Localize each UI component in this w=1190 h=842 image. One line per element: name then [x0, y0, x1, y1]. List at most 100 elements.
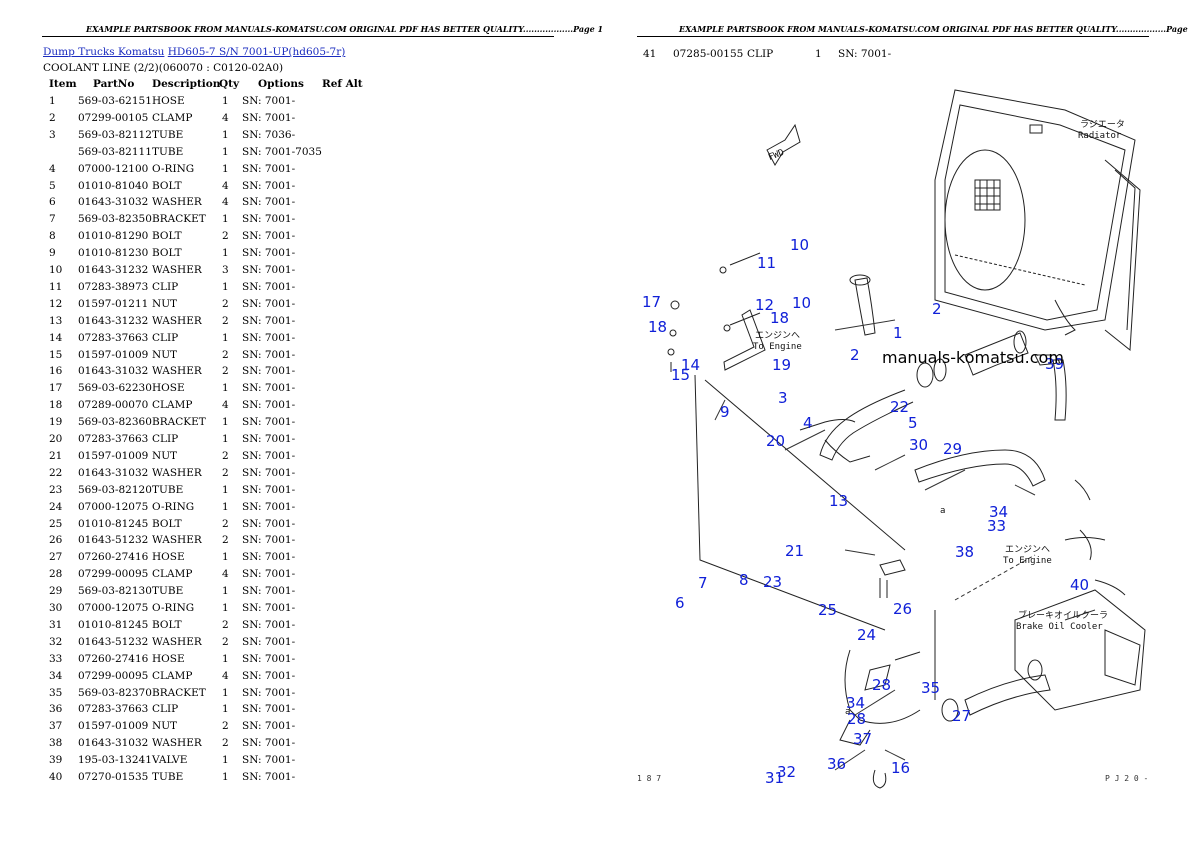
cell-qty: 1: [222, 145, 229, 158]
callout-4: 4: [803, 414, 813, 432]
cell-options: SN: 7001-: [242, 737, 296, 750]
callout-18: 18: [648, 318, 667, 336]
callout-5: 5: [908, 414, 918, 432]
cell-partno: 569-03-62230: [78, 382, 152, 395]
cell-description: VALVE: [152, 754, 188, 767]
cell-partno: 07260-27416: [78, 652, 149, 665]
callout-17: 17: [642, 293, 661, 311]
radiator-label-en: Radiator: [1078, 131, 1122, 141]
cell-description: CLAMP: [152, 399, 193, 412]
cell-partno: 07289-00070: [78, 399, 149, 412]
exploded-parts-diagram: ラジエータ Radiator FWD エンジンへ To Engine エンジンへ…: [635, 70, 1146, 789]
cell-qty: 2: [222, 720, 229, 733]
cell-options: SN: 7001-: [242, 551, 296, 564]
cell-item: 22: [49, 466, 63, 479]
page-header: EXAMPLE PARTSBOOK FROM MANUALS-KOMATSU.C…: [679, 24, 1190, 34]
cell-description: TUBE: [152, 771, 184, 783]
cell-qty: 4: [222, 196, 229, 209]
cell-item: 30: [49, 602, 63, 614]
cell-item: 4: [49, 162, 56, 175]
cell-qty: 4: [222, 399, 229, 412]
callout-37: 37: [853, 730, 872, 748]
cell-description: CLIP: [152, 331, 179, 344]
callout-19: 19: [772, 356, 791, 374]
cell-qty: 1: [222, 551, 229, 564]
cell-qty: 1: [222, 754, 229, 767]
cell-qty: 4: [222, 669, 229, 682]
cell-options: SN: 7001-: [242, 213, 296, 226]
cell-options: SN: 7001-: [242, 230, 296, 243]
callout-2: 2: [850, 346, 860, 364]
cell-options: SN: 7001-: [242, 280, 296, 293]
cell-options: SN: 7001-: [242, 652, 296, 665]
hose-assembly: [799, 274, 1126, 596]
cell-options: SN: 7001-: [242, 703, 296, 716]
cell-item: 37: [49, 720, 63, 733]
radiator-drawing: [934, 89, 1141, 351]
cell-description: NUT: [152, 297, 178, 310]
column-header-partno: PartNo: [93, 78, 135, 90]
cell-qty: 2: [222, 618, 229, 631]
breadcrumb-link-category[interactable]: Dump Trucks Komatsu: [43, 46, 165, 58]
callout-9: 9: [720, 403, 730, 421]
cell-item: 2: [49, 111, 56, 124]
cell-partno: 07260-27416: [78, 551, 149, 564]
cell-qty: 1: [222, 331, 229, 344]
cell-item: 10: [49, 264, 63, 276]
cell-partno: 01010-81230: [78, 247, 149, 260]
cell-description: TUBE: [152, 585, 184, 598]
cell-qty: 2: [222, 365, 229, 378]
lower-tube-bracket: [839, 610, 936, 789]
brake-cooler-label-en: Brake Oil Cooler: [1016, 622, 1103, 632]
cell-qty: 1: [222, 213, 229, 226]
cell-item: 31: [49, 618, 63, 631]
cell-item: 40: [49, 771, 63, 783]
cell-item: 23: [49, 483, 63, 496]
cell-description: CLAMP: [152, 669, 193, 682]
cell-description: HOSE: [152, 652, 185, 665]
cell-partno: 01643-31232: [78, 264, 149, 276]
cell-qty: 2: [222, 737, 229, 750]
brake-cooler-label-jp: ブレーキオイルクーラ: [1018, 609, 1108, 621]
callout-10: 10: [792, 294, 811, 312]
column-header-qty: Qty: [219, 78, 240, 90]
cell-options: SN: 7001-: [242, 669, 296, 682]
cell-description: CLIP: [747, 48, 774, 60]
cell-description: BOLT: [152, 517, 182, 530]
cell-partno: 01643-31032: [78, 196, 149, 209]
cell-item: 9: [49, 247, 56, 260]
cell-partno: 07285-00155: [673, 48, 744, 60]
callout-33: 33: [987, 517, 1006, 535]
cell-partno: 07283-37663: [78, 703, 149, 716]
column-header-item: Item: [49, 78, 77, 90]
cell-description: CLIP: [152, 433, 179, 445]
cell-description: O-RING: [152, 162, 195, 175]
callout-38: 38: [955, 543, 974, 561]
fwd-label: FWD: [767, 148, 786, 163]
column-header-options: Options: [258, 78, 304, 90]
cell-options: SN: 7001-: [242, 449, 296, 462]
callout-31: 31: [765, 769, 784, 787]
breadcrumb-link-model[interactable]: HD605-7 S/N 7001-UP(hd605-7r): [167, 46, 346, 58]
to-engine-label-jp-2: エンジンへ: [1005, 545, 1050, 555]
cell-options: SN: 7036-: [242, 128, 296, 141]
callout-12: 12: [755, 296, 774, 314]
callout-22: 22: [890, 398, 909, 416]
cell-partno: 01010-81040: [78, 179, 149, 192]
column-header-ref-alt: Ref Alt: [322, 78, 363, 90]
cell-item: 14: [49, 331, 63, 344]
